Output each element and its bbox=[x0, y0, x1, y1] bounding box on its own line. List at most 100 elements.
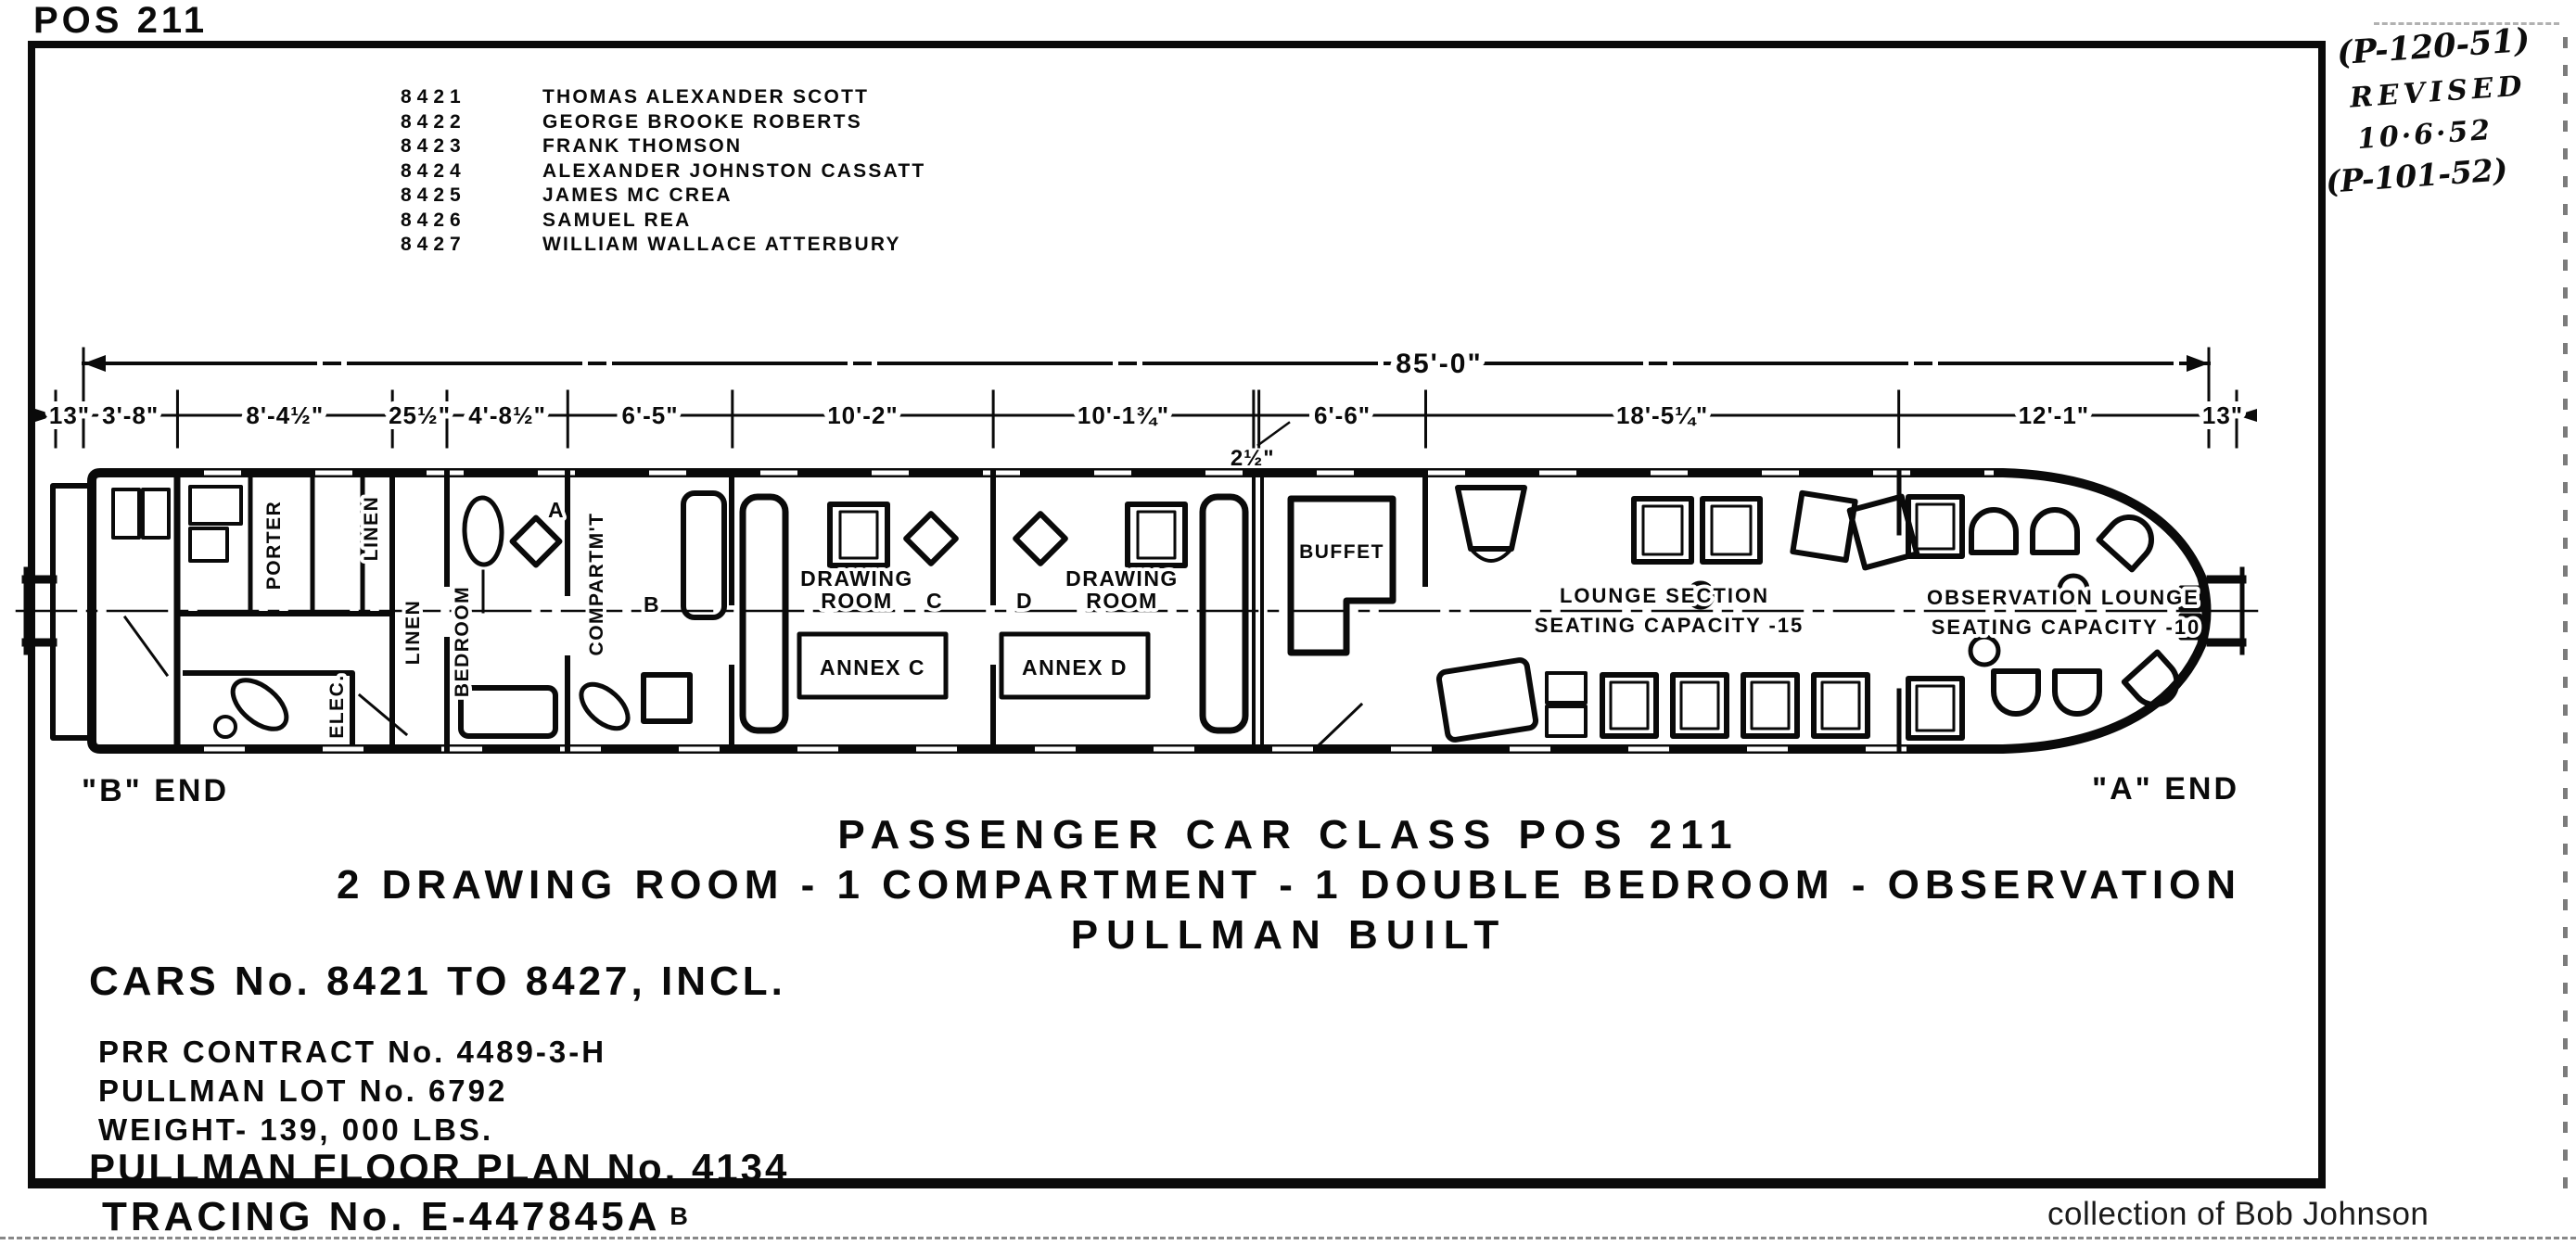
table-icon bbox=[1545, 671, 1588, 705]
car-class-title: PASSENGER CAR CLASS POS 211 bbox=[837, 812, 1741, 858]
dimension-label: 6'-5" bbox=[621, 401, 678, 429]
drawing-room-d-label: ROOM bbox=[1086, 589, 1158, 613]
armchair-icon bbox=[827, 502, 890, 568]
chair-icon bbox=[1700, 496, 1763, 565]
round-chair-icon bbox=[1991, 668, 2041, 717]
linen-lower-label: LINEN bbox=[402, 600, 424, 666]
car-number: 8426 bbox=[401, 209, 466, 231]
round-chair-icon bbox=[2096, 515, 2154, 573]
toilet-icon bbox=[462, 495, 504, 567]
car-name: GEORGE BROOKE ROBERTS bbox=[542, 110, 862, 133]
car-roster: 8421 THOMAS ALEXANDER SCOTT 8422 GEORGE BR… bbox=[401, 85, 925, 258]
chair-icon bbox=[903, 511, 959, 566]
scan-noise-bottom bbox=[0, 1237, 2576, 1239]
car-number: 8423 bbox=[401, 135, 466, 158]
chair-icon bbox=[1013, 511, 1068, 566]
car-number: 8424 bbox=[401, 159, 466, 182]
a-end-label: "A" END bbox=[2092, 771, 2240, 807]
revision-line: 10·6·52 bbox=[2355, 113, 2494, 157]
bedroom-letter: A bbox=[548, 498, 565, 522]
dimension-label: 12'-1" bbox=[2019, 401, 2090, 429]
room-labels: PORTER LINEN LINEN BEDROOM A COMPARTM'T … bbox=[260, 492, 2202, 743]
dimension-label: 2½" bbox=[1231, 446, 1275, 471]
b-end-label: "B" END bbox=[82, 773, 230, 808]
bed-icon bbox=[458, 685, 558, 739]
lounge-seat-icon bbox=[1455, 485, 1527, 552]
car-number: 8425 bbox=[401, 184, 466, 207]
vestibule-fittings bbox=[111, 485, 243, 678]
bedroom-furniture bbox=[458, 495, 563, 739]
page-title: POS 211 bbox=[33, 0, 209, 41]
roster-row: 8425 JAMES MC CREA bbox=[401, 184, 925, 209]
drawing-room-c-furniture bbox=[739, 493, 959, 734]
chair-icon bbox=[1811, 672, 1870, 739]
overall-dimension-label: 85'-0" bbox=[1396, 349, 1482, 379]
a-end-diaphragm bbox=[2178, 566, 2247, 655]
buffet-label: BUFFET bbox=[1299, 541, 1384, 563]
overall-dimension-line: 85'-0" bbox=[82, 342, 2211, 447]
toilet-icon bbox=[230, 678, 289, 731]
drawing-border-frame bbox=[28, 41, 2326, 1188]
compartment-furniture bbox=[579, 490, 727, 731]
dimension-label: 10'-1¾" bbox=[1078, 401, 1169, 429]
tracing-suffix: B bbox=[670, 1202, 689, 1230]
car-number: 8422 bbox=[401, 110, 466, 133]
partitions bbox=[173, 469, 1902, 753]
table-icon bbox=[1968, 634, 2001, 667]
observation-door-icon bbox=[2178, 613, 2202, 641]
chair-icon bbox=[509, 515, 563, 568]
revision-line: (P-120-51) bbox=[2335, 20, 2531, 73]
drawing-room-d-letter: D bbox=[1016, 589, 1033, 613]
lot-line: PULLMAN LOT No. 6792 bbox=[98, 1073, 508, 1108]
dimension-label: 6'-6" bbox=[1314, 401, 1371, 429]
scan-noise-right-edge bbox=[2563, 37, 2568, 1205]
buffet-counter bbox=[1287, 495, 1396, 750]
table-icon bbox=[1686, 580, 1715, 610]
car-name: ALEXANDER JOHNSTON CASSATT bbox=[542, 159, 926, 182]
contract-line: PRR CONTRACT No. 4489-3-H bbox=[98, 1035, 607, 1069]
lounge-capacity-label: SEATING CAPACITY -15 bbox=[1535, 614, 1804, 637]
observation-label: OBSERVATION LOUNGE bbox=[1927, 586, 2200, 609]
round-chair-icon bbox=[2052, 668, 2102, 717]
dimension-label: 4'-8½" bbox=[468, 401, 546, 429]
floor-plan-number-line: PULLMAN FLOOR PLAN No. 4134 bbox=[89, 1146, 790, 1189]
annex-c-box bbox=[797, 631, 949, 700]
dimension-label: 25½" bbox=[389, 401, 451, 429]
car-number: 8421 bbox=[401, 86, 466, 108]
builder-title: PULLMAN BUILT bbox=[1070, 912, 1508, 958]
car-name: THOMAS ALEXANDER SCOTT bbox=[542, 86, 870, 108]
chair-icon bbox=[1741, 672, 1800, 739]
lounge-furniture bbox=[1435, 485, 1920, 743]
round-chair-icon bbox=[1969, 507, 2019, 555]
b-end-platform bbox=[21, 483, 95, 741]
roster-row: 8421 THOMAS ALEXANDER SCOTT bbox=[401, 85, 925, 110]
dimension-label: 13" bbox=[2202, 401, 2243, 429]
drawing-room-d-furniture bbox=[999, 493, 1249, 734]
annex-d-box bbox=[999, 631, 1151, 700]
dimension-label: 10'-2" bbox=[827, 401, 899, 429]
sofa-icon bbox=[1435, 657, 1539, 743]
chair-icon bbox=[1631, 496, 1694, 565]
revision-line: REVISED bbox=[2349, 70, 2528, 115]
toilet-icon bbox=[579, 681, 631, 731]
porter-label: PORTER bbox=[263, 501, 285, 591]
roster-row: 8427 WILLIAM WALLACE ATTERBURY bbox=[401, 233, 925, 258]
car-name: WILLIAM WALLACE ATTERBURY bbox=[542, 234, 901, 256]
round-chair-icon bbox=[2030, 507, 2080, 555]
sofa-icon bbox=[1199, 493, 1249, 734]
scan-noise-top-right bbox=[2374, 22, 2559, 25]
dimension-ticks bbox=[54, 389, 2238, 449]
door-swing bbox=[357, 692, 409, 737]
car-name: JAMES MC CREA bbox=[542, 184, 733, 207]
dimension-label: 13" bbox=[49, 401, 90, 429]
sofa-icon bbox=[681, 490, 727, 620]
floor-plan-drawing: 85'-0" 13"3'-8"8'-4½"25½"4'-8½"6'-5"10'-… bbox=[15, 342, 2270, 754]
dimension-label: 18'-5¼" bbox=[1616, 401, 1708, 429]
sofa-icon bbox=[739, 493, 789, 734]
car-number: 8427 bbox=[401, 234, 466, 256]
dimension-label: 3'-8" bbox=[102, 401, 159, 429]
compartment-letter: B bbox=[644, 592, 660, 616]
